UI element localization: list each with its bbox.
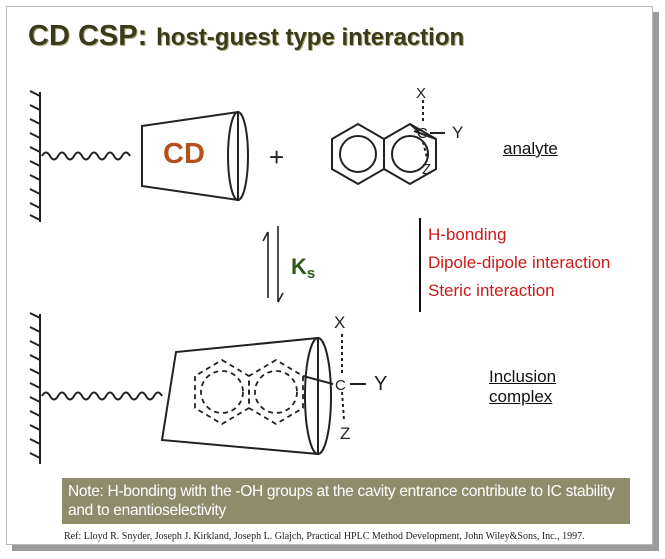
- note-box: Note: H-bonding with the -OH groups at t…: [62, 478, 630, 524]
- atom-z-bottom: Z: [340, 424, 350, 443]
- reference-citation: Ref: Lloyd R. Snyder, Joseph J. Kirkland…: [64, 531, 585, 542]
- atom-x-bottom: X: [334, 313, 345, 332]
- support-wall-top: [29, 90, 41, 222]
- binding-constant-label: Ks: [291, 254, 316, 282]
- inclusion-line-1: Inclusion: [489, 367, 557, 386]
- interaction-dipole: Dipole-dipole interaction: [428, 253, 611, 272]
- ks-subscript: s: [306, 265, 316, 282]
- analyte-label: analyte: [503, 139, 558, 158]
- ks-main: K: [291, 254, 307, 279]
- support-wall-bottom: [29, 312, 41, 464]
- slide-title: CD CSP: host-guest type interaction: [28, 18, 464, 51]
- interaction-steric: Steric interaction: [428, 281, 555, 300]
- chiral-center-bottom: [302, 334, 366, 421]
- chiral-center-top: [413, 100, 445, 159]
- atom-z-top: Z: [422, 161, 431, 178]
- atom-y-top: Y: [452, 123, 463, 142]
- cd-label: CD: [163, 138, 205, 170]
- atom-c-top: C: [417, 125, 428, 142]
- atom-c-bottom: C: [335, 377, 346, 394]
- title-main: CD CSP:: [28, 20, 148, 52]
- cyclodextrin-complex: [160, 336, 332, 456]
- interaction-h-bonding: H-bonding: [428, 225, 507, 244]
- title-sub: host-guest type interaction: [156, 24, 465, 51]
- linker-top: [41, 151, 131, 161]
- plus-sign: +: [269, 142, 284, 172]
- linker-bottom: [41, 391, 163, 401]
- equilibrium-arrows: [262, 226, 284, 303]
- inclusion-line-2: complex: [489, 387, 553, 406]
- slide: [6, 6, 653, 545]
- cyclodextrin-top: [141, 110, 249, 202]
- atom-y-bottom: Y: [374, 373, 387, 395]
- included-naphthalene: [194, 358, 304, 426]
- atom-x-top: X: [416, 85, 426, 102]
